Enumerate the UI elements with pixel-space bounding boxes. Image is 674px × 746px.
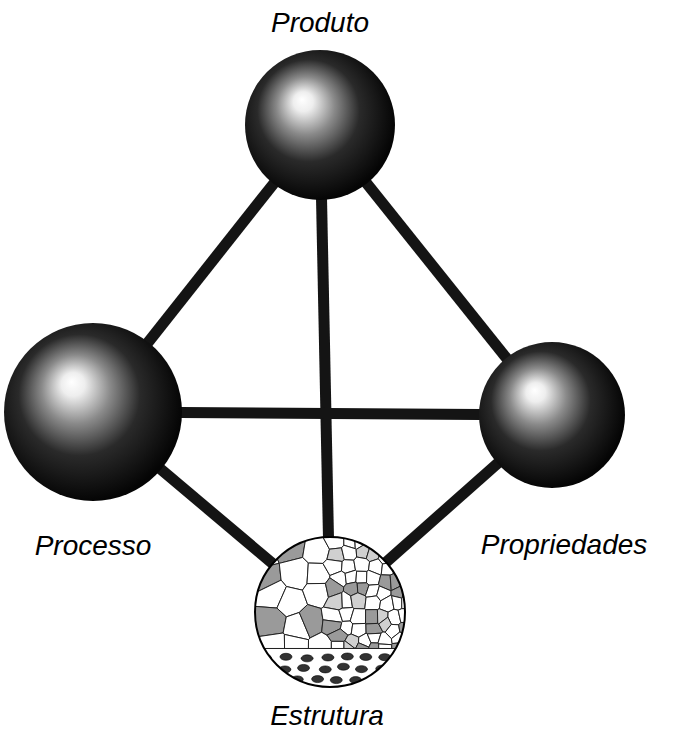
connector-rod [160,469,273,565]
grain-cell [351,593,366,609]
sphere-node: Processo [3,322,183,502]
particle [322,654,334,661]
sphere-node: Produto [244,49,396,201]
grain-cell [344,641,355,649]
grain-cell [327,629,348,642]
grain-cell [392,596,402,610]
sphere-ground [255,537,405,687]
particle [330,677,342,684]
band-line [254,648,406,649]
grain-cell [354,557,370,571]
particle [271,677,283,684]
connector-rod [366,183,507,359]
node-label: Propriedades [481,529,648,561]
grain-cell [380,536,396,551]
particle [397,665,409,672]
grain-cell [403,643,406,649]
grain-cell [389,548,401,560]
connector-rod [181,413,480,415]
particle [301,655,313,662]
grain-cell [400,561,406,573]
grain-cell [393,536,405,550]
structure-sphere: Estrutura [254,536,406,688]
sphere-shape [478,341,626,489]
sphere-body [479,342,625,488]
particle [254,676,266,683]
particle [298,664,310,671]
sphere-body [4,323,182,501]
grain-cell [356,571,367,583]
connector-rod [148,183,275,343]
node-label: Estrutura [270,700,384,732]
sphere-shape [3,322,183,502]
grain-cell [402,633,406,642]
sphere-shape [244,49,396,201]
particle [258,666,270,673]
particle [355,666,367,673]
grain-cell [356,643,369,649]
grain-cell [378,632,392,645]
microstructure-illustration [254,536,406,688]
particle [337,663,349,670]
node-label: Processo [35,530,152,562]
sphere-node: Propriedades [478,341,626,489]
sphere-outline [255,537,405,687]
grain-cell [396,536,406,547]
particle [399,654,411,661]
grain-cell [350,609,365,624]
sphere-body [245,50,395,200]
particle [280,653,292,660]
grain-cell [331,641,344,648]
grain-cell [284,634,308,648]
particle [386,675,398,682]
particle [319,666,331,673]
node-label: Produto [271,7,369,39]
grain-cell [379,644,392,649]
grain-cell [400,547,406,561]
particle [341,653,353,660]
particle [312,676,324,683]
grain-cell [365,596,381,610]
grain-cell [369,643,379,649]
particle [360,653,372,660]
connector-rod [322,199,329,538]
grain-cell [342,545,357,560]
grain-cell [366,610,378,624]
